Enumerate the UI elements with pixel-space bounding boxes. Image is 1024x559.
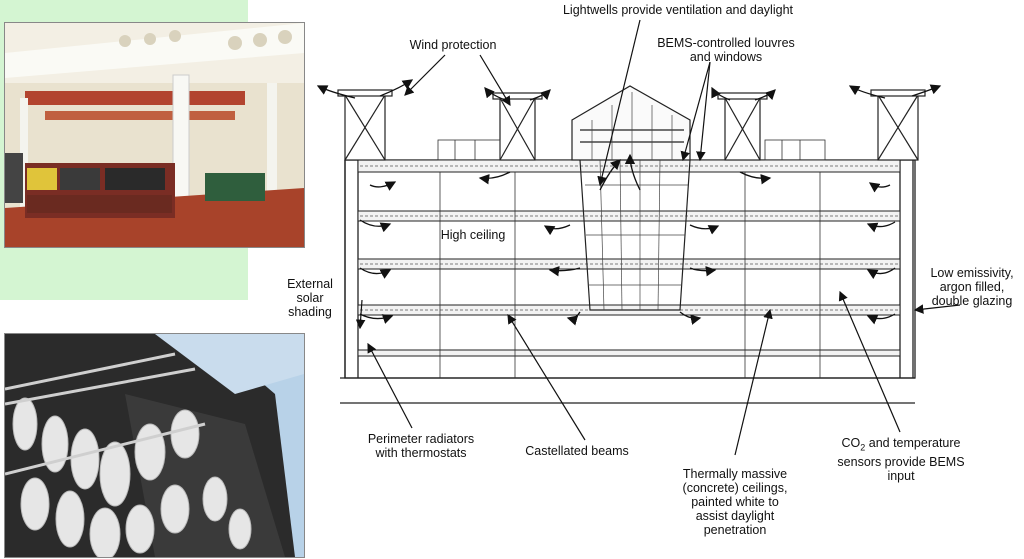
atrium-grid [585, 92, 688, 311]
label-thermal-mass: Thermally massive (concrete) ceilings, p… [682, 467, 788, 537]
exterior-louvres-image [5, 334, 304, 557]
label-external-shading: External solar shading [287, 277, 333, 319]
columns [439, 172, 821, 378]
library-interior-image [5, 23, 304, 247]
airflow-arrows [316, 79, 942, 326]
label-wind-protection: Wind protection [409, 38, 497, 52]
vent-stacks [337, 89, 926, 161]
leader-lines [355, 19, 961, 456]
label-high-ceiling: High ceiling [440, 228, 506, 242]
label-perimeter-radiators: Perimeter radiators with thermostats [367, 432, 475, 460]
co2-subscript: 2 [860, 442, 866, 453]
roof-railings [437, 139, 826, 161]
label-lightwells: Lightwells provide ventilation and dayli… [562, 3, 793, 17]
label-low-e-glazing: Low emissivity, argon filled, double gla… [930, 266, 1014, 308]
building-walls [340, 159, 916, 404]
label-castellated-beams: Castellated beams [525, 444, 629, 458]
co2-rest: and temperature sensors provide BEMS inp… [837, 436, 965, 483]
label-co2-sensors: CO2 and temperature sensors provide BEMS… [826, 436, 976, 483]
library-interior-photo [4, 22, 305, 248]
floor-slabs [357, 159, 901, 357]
label-bems-louvres: BEMS-controlled louvres and windows [657, 36, 795, 64]
exterior-louvres-photo [4, 333, 305, 558]
co2-prefix: CO [841, 436, 861, 450]
